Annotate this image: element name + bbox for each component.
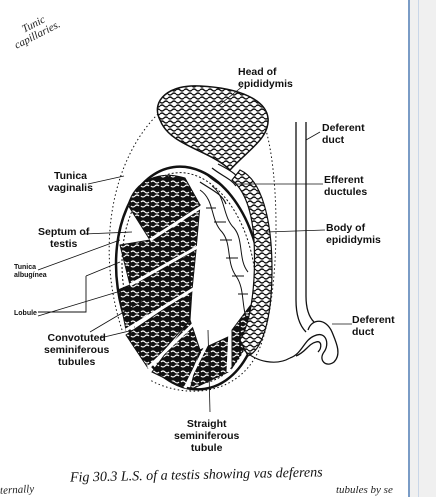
label-deferent-duct-bottom: Deferent duct (352, 314, 395, 338)
tunica-vaginalis-outline (108, 88, 277, 392)
label-septum-of-testis: Septum of testis (38, 226, 90, 250)
leader-convoluted-1 (89, 299, 145, 333)
leader-tunica-vaginalis (87, 175, 125, 185)
rete-testis (199, 185, 251, 327)
epididymis-tail (243, 349, 291, 363)
bottom-fragment-right: tubules by se (336, 484, 393, 496)
label-tunica-vaginalis: Tunica vaginalis (48, 170, 93, 194)
label-convoluted-tubules: Convotuted seminiferous tubules (44, 332, 110, 368)
label-straight-tubule: Straight seminiferous tubule (174, 418, 240, 454)
page-right-edge (408, 0, 436, 497)
leader-convoluted-2 (99, 325, 151, 339)
leader-straight (207, 329, 211, 413)
bottom-fragment-left: ternally (0, 483, 35, 497)
label-head-of-epididymis: Head of epididymis (238, 66, 293, 90)
epididymis-body (231, 169, 273, 357)
label-tunica-albuginea: Tunica albugínea (14, 264, 47, 279)
label-lobule: Lobule (14, 310, 37, 317)
deferent-duct (289, 122, 339, 365)
label-body-of-epididymis: Body of epididymis (326, 222, 381, 246)
leader-lines (37, 85, 352, 413)
leader-deferent-top (305, 131, 321, 141)
leader-septum (83, 231, 133, 235)
label-deferent-duct-top: Deferent duct (322, 122, 365, 146)
leader-albuginea (37, 239, 121, 271)
septa (125, 198, 232, 389)
leader-head (217, 85, 244, 107)
epididymis-head (156, 85, 269, 172)
label-efferent-ductules: Efferent ductules (324, 174, 368, 198)
lobule-bracket (38, 276, 87, 313)
efferent-ductules (199, 163, 245, 205)
leader-body (265, 229, 326, 233)
